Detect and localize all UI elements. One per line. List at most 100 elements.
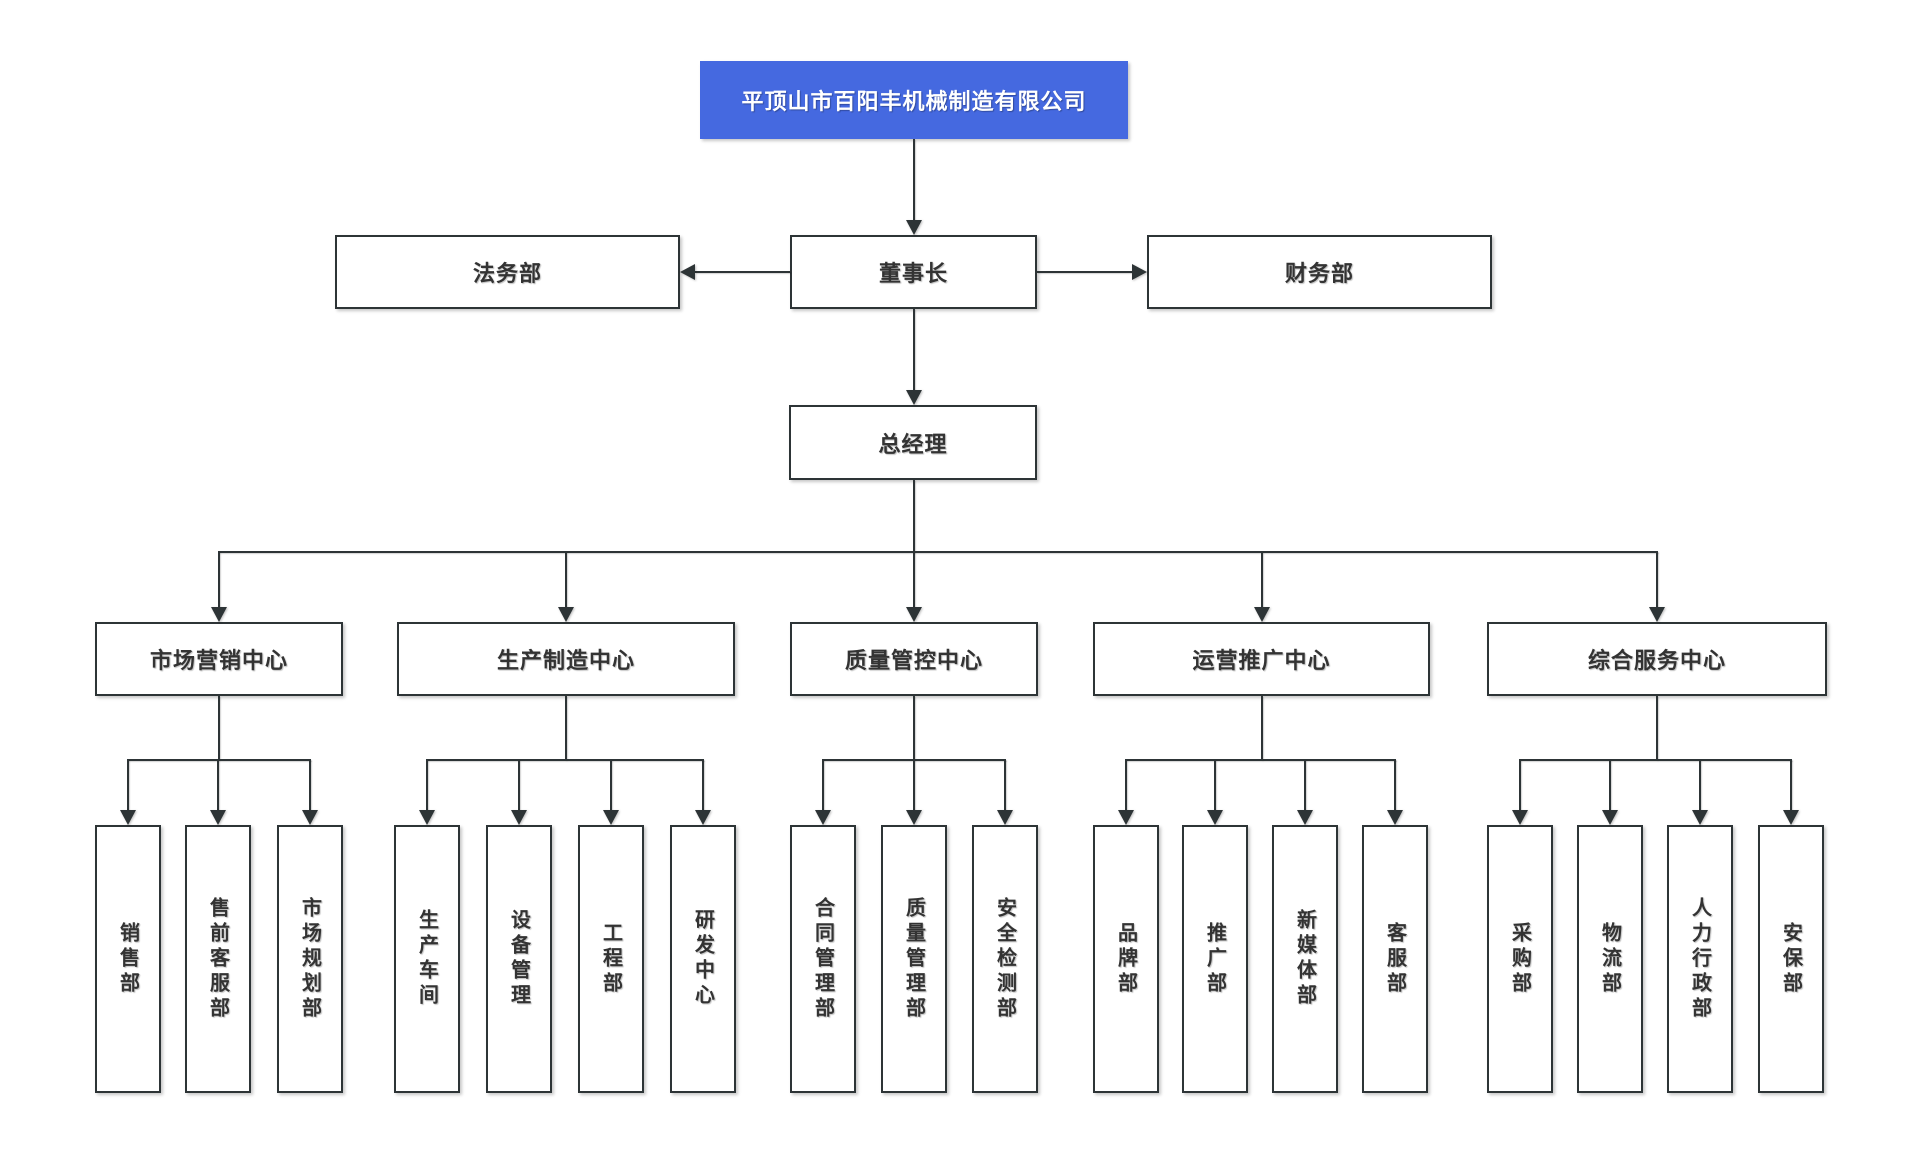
connector-root-chairman bbox=[913, 139, 915, 220]
connector-chairman-legal bbox=[695, 271, 790, 273]
connector-drop-sales bbox=[127, 760, 129, 810]
arrowhead-down-quality bbox=[906, 607, 922, 622]
arrowhead-down-safety bbox=[997, 810, 1013, 825]
arrowhead-down-services bbox=[1649, 607, 1665, 622]
dept-safety-inspection-label: 安全检测部 bbox=[993, 896, 1016, 1022]
connector-marketing-stem bbox=[218, 696, 220, 760]
node-dept-market-planning[interactable]: 市场规划部 bbox=[277, 825, 343, 1093]
connector-production-stem bbox=[565, 696, 567, 760]
node-dept-logistics[interactable]: 物流部 bbox=[1577, 825, 1643, 1093]
services-center-label: 综合服务中心 bbox=[1587, 648, 1726, 673]
connector-drop-logistics bbox=[1609, 760, 1611, 810]
quality-center-label: 质量管控中心 bbox=[844, 648, 983, 673]
dept-sales-label: 销售部 bbox=[116, 921, 139, 997]
arrowhead-down-workshop bbox=[419, 810, 435, 825]
node-general-manager[interactable]: 总经理 bbox=[789, 405, 1037, 480]
arrowhead-down-sales bbox=[120, 810, 136, 825]
node-dept-equipment-mgmt[interactable]: 设备管理 bbox=[486, 825, 552, 1093]
arrowhead-right-finance bbox=[1132, 264, 1147, 280]
chairman-label: 董事长 bbox=[878, 261, 948, 286]
arrowhead-left-legal bbox=[680, 264, 695, 280]
node-company-root[interactable]: 平顶山市百阳丰机械制造有限公司 bbox=[700, 61, 1128, 139]
connector-drop-customer-service bbox=[1394, 760, 1396, 810]
node-dept-presales-service[interactable]: 售前客服部 bbox=[185, 825, 251, 1093]
arrowhead-down-engineering bbox=[603, 810, 619, 825]
node-legal-dept[interactable]: 法务部 bbox=[335, 235, 680, 309]
node-dept-quality-mgmt[interactable]: 质量管理部 bbox=[881, 825, 947, 1093]
connector-drop-workshop bbox=[426, 760, 428, 810]
node-dept-contract-mgmt[interactable]: 合同管理部 bbox=[790, 825, 856, 1093]
node-dept-engineering[interactable]: 工程部 bbox=[578, 825, 644, 1093]
connector-drop-safety bbox=[1004, 760, 1006, 810]
connector-drop-contract bbox=[822, 760, 824, 810]
connector-drop-quality-mgmt bbox=[913, 760, 915, 810]
dept-equipment-mgmt-label: 设备管理 bbox=[507, 909, 530, 1009]
arrowhead-down-marketing bbox=[211, 607, 227, 622]
connector-drop-promotion bbox=[1214, 760, 1216, 810]
connector-services-bus bbox=[1519, 759, 1792, 761]
dept-presales-service-label: 售前客服部 bbox=[206, 896, 229, 1022]
node-dept-customer-service[interactable]: 客服部 bbox=[1362, 825, 1428, 1093]
connector-drop-production bbox=[565, 552, 567, 607]
connector-operations-bus bbox=[1125, 759, 1396, 761]
arrowhead-down-brand bbox=[1118, 810, 1134, 825]
node-quality-center[interactable]: 质量管控中心 bbox=[790, 622, 1038, 696]
dept-hr-admin-label: 人力行政部 bbox=[1688, 896, 1711, 1022]
company-root-label: 平顶山市百阳丰机械制造有限公司 bbox=[741, 89, 1087, 114]
connector-marketing-bus bbox=[127, 759, 311, 761]
connector-operations-stem bbox=[1261, 696, 1263, 760]
connector-drop-engineering bbox=[610, 760, 612, 810]
node-production-center[interactable]: 生产制造中心 bbox=[397, 622, 735, 696]
node-services-center[interactable]: 综合服务中心 bbox=[1487, 622, 1827, 696]
connector-drop-presales bbox=[217, 760, 219, 810]
node-finance-dept[interactable]: 财务部 bbox=[1147, 235, 1492, 309]
connector-drop-services bbox=[1656, 552, 1658, 607]
node-operations-center[interactable]: 运营推广中心 bbox=[1093, 622, 1430, 696]
node-dept-security[interactable]: 安保部 bbox=[1758, 825, 1824, 1093]
arrowhead-down-contract bbox=[815, 810, 831, 825]
arrowhead-down-operations bbox=[1254, 607, 1270, 622]
dept-promotion-label: 推广部 bbox=[1203, 921, 1226, 997]
node-dept-hr-admin[interactable]: 人力行政部 bbox=[1667, 825, 1733, 1093]
node-dept-safety-inspection[interactable]: 安全检测部 bbox=[972, 825, 1038, 1093]
arrowhead-down-customer-service bbox=[1387, 810, 1403, 825]
dept-customer-service-label: 客服部 bbox=[1383, 921, 1406, 997]
connector-quality-stem bbox=[913, 696, 915, 760]
node-marketing-center[interactable]: 市场营销中心 bbox=[95, 622, 343, 696]
dept-engineering-label: 工程部 bbox=[599, 921, 622, 997]
connector-chairman-gm bbox=[913, 309, 915, 390]
operations-center-label: 运营推广中心 bbox=[1192, 648, 1331, 673]
connector-drop-quality bbox=[913, 552, 915, 607]
node-chairman[interactable]: 董事长 bbox=[790, 235, 1037, 309]
marketing-center-label: 市场营销中心 bbox=[149, 648, 288, 673]
arrowhead-down-chairman bbox=[906, 220, 922, 235]
general-manager-label: 总经理 bbox=[878, 431, 948, 457]
arrowhead-down-presales bbox=[210, 810, 226, 825]
node-dept-new-media[interactable]: 新媒体部 bbox=[1272, 825, 1338, 1093]
connector-drop-security bbox=[1790, 760, 1792, 810]
connector-drop-brand bbox=[1125, 760, 1127, 810]
arrowhead-down-hr-admin bbox=[1692, 810, 1708, 825]
node-dept-production-workshop[interactable]: 生产车间 bbox=[394, 825, 460, 1093]
arrowhead-down-gm bbox=[906, 390, 922, 405]
dept-logistics-label: 物流部 bbox=[1598, 921, 1621, 997]
arrowhead-down-equipment bbox=[511, 810, 527, 825]
connector-drop-new-media bbox=[1304, 760, 1306, 810]
connector-drop-marketing bbox=[218, 552, 220, 607]
node-dept-sales[interactable]: 销售部 bbox=[95, 825, 161, 1093]
connector-drop-rd bbox=[702, 760, 704, 810]
arrowhead-down-rd bbox=[695, 810, 711, 825]
arrowhead-down-promotion bbox=[1207, 810, 1223, 825]
connector-drop-equipment bbox=[518, 760, 520, 810]
finance-dept-label: 财务部 bbox=[1284, 261, 1354, 286]
connector-centers-bus bbox=[218, 551, 1658, 553]
connector-drop-operations bbox=[1261, 552, 1263, 607]
legal-dept-label: 法务部 bbox=[472, 261, 542, 286]
node-dept-brand[interactable]: 品牌部 bbox=[1093, 825, 1159, 1093]
node-dept-procurement[interactable]: 采购部 bbox=[1487, 825, 1553, 1093]
dept-procurement-label: 采购部 bbox=[1508, 921, 1531, 997]
arrowhead-down-new-media bbox=[1297, 810, 1313, 825]
node-dept-promotion[interactable]: 推广部 bbox=[1182, 825, 1248, 1093]
node-dept-rd-center[interactable]: 研发中心 bbox=[670, 825, 736, 1093]
